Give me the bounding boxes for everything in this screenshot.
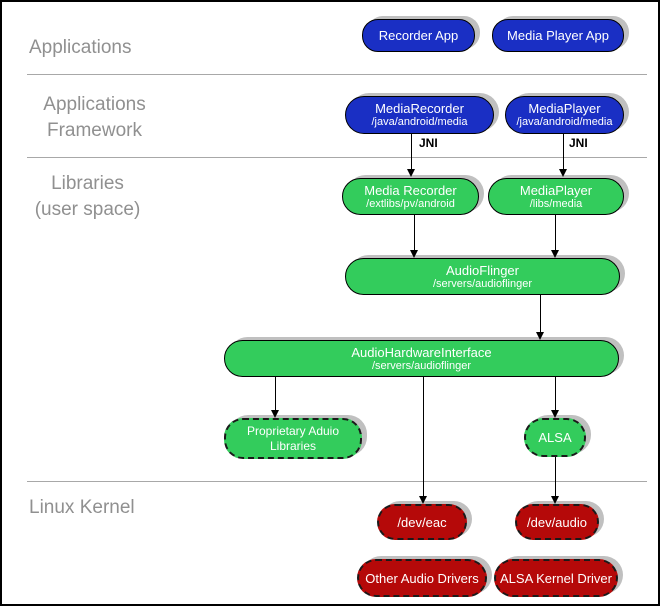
node-mediaplayer-framework: MediaPlayer /java/android/media [505, 96, 624, 134]
arrowhead-down-icon [419, 496, 427, 504]
node-audioflinger: AudioFlinger /servers/audioflinger [345, 258, 620, 295]
node-title: Proprietary Aduio Libraries [246, 423, 340, 453]
arrowhead-down-icon [551, 250, 559, 258]
node-title: Media Player App [507, 28, 609, 43]
node-title: Other Audio Drivers [365, 570, 479, 586]
node-title: AudioFlinger [446, 262, 519, 278]
connector-ahi-proprietary [275, 377, 276, 410]
node-media-player-app: Media Player App [492, 19, 624, 52]
arrowhead-down-icon [551, 410, 559, 418]
arrowhead-down-icon [271, 410, 279, 418]
node-dev-audio: /dev/audio [515, 504, 599, 540]
connector-ahi-dev-eac [423, 377, 424, 496]
divider-libraries-kernel [27, 481, 647, 482]
node-title: ALSA [538, 430, 572, 445]
node-path: /java/android/media [516, 116, 613, 128]
node-title: MediaRecorder [375, 101, 464, 116]
node-mediaplayer-lib: MediaPlayer /libs/media [488, 178, 624, 215]
node-other-audio-drivers: Other Audio Drivers [357, 559, 487, 597]
connector-ahi-alsa [555, 377, 556, 410]
node-path: /servers/audioflinger [371, 359, 472, 372]
node-title: Media Recorder [364, 182, 457, 198]
connector-mediaplayer-audioflinger [555, 215, 556, 250]
node-proprietary-audio-libraries: Proprietary Aduio Libraries [224, 418, 362, 459]
layer-label-applications: Applications [29, 37, 132, 58]
jni-label-left: JNI [419, 136, 438, 150]
arrowhead-down-icon [559, 169, 567, 177]
node-title: /dev/eac [397, 514, 447, 530]
layer-label-libraries: Libraries (user space) [34, 173, 141, 220]
connector-mediarecorder-audioflinger [414, 215, 415, 250]
node-title: MediaPlayer [519, 182, 593, 198]
node-path: /servers/audioflinger [432, 277, 533, 290]
connector-audioflinger-ahi [540, 295, 541, 332]
jni-label-right: JNI [569, 136, 588, 150]
connector-mediaplayer-jni [563, 134, 564, 169]
layer-label-linux-kernel: Linux Kernel [29, 497, 135, 518]
node-title: /dev/audio [527, 514, 587, 530]
node-alsa: ALSA [524, 418, 586, 457]
node-title: MediaPlayer [528, 101, 601, 116]
arrowhead-down-icon [407, 169, 415, 177]
node-path: /libs/media [529, 197, 583, 210]
node-recorder-app: Recorder App [362, 19, 475, 52]
node-mediarecorder-framework: MediaRecorder /java/android/media [345, 96, 494, 134]
node-audio-hardware-interface: AudioHardwareInterface /servers/audiofli… [224, 340, 619, 377]
arrowhead-down-icon [551, 496, 559, 504]
arrowhead-down-icon [536, 332, 544, 340]
node-dev-eac: /dev/eac [377, 504, 467, 540]
divider-framework-libraries [27, 157, 647, 158]
node-path: /extlibs/pv/android [366, 197, 455, 210]
node-path: /java/android/media [371, 116, 468, 128]
arrowhead-down-icon [410, 250, 418, 258]
node-title: ALSA Kernel Driver [500, 570, 612, 586]
connector-alsa-dev-audio [555, 457, 556, 496]
divider-applications-framework [27, 74, 647, 75]
layer-label-applications-framework: Applications Framework [43, 94, 146, 141]
node-media-recorder-lib: Media Recorder /extlibs/pv/android [342, 178, 479, 215]
node-title: AudioHardwareInterface [351, 344, 492, 360]
node-title: Recorder App [378, 28, 459, 43]
node-alsa-kernel-driver: ALSA Kernel Driver [494, 559, 618, 597]
connector-mediarecorder-jni [411, 134, 412, 169]
